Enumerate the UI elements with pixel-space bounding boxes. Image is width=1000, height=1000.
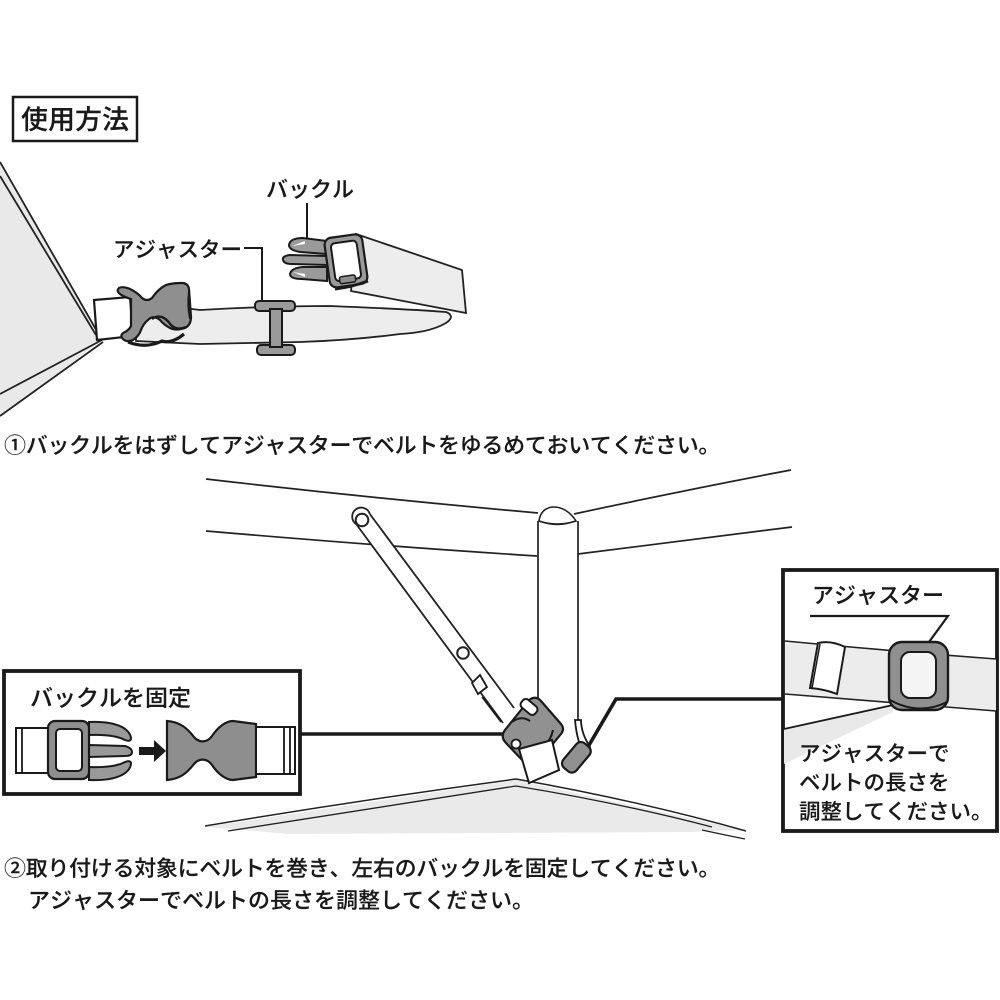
svg-text:アジャスターで: アジャスターで	[799, 737, 950, 768]
svg-text:①バックルをはずしてアジャスターでベルトをゆるめておいてくだ: ①バックルをはずしてアジャスターでベルトをゆるめておいてください。	[4, 428, 720, 460]
svg-text:ベルトの長さを: ベルトの長さを	[799, 766, 950, 797]
svg-text:バックル: バックル	[266, 172, 354, 204]
svg-text:アジャスター: アジャスター	[812, 578, 944, 610]
svg-text:アジャスターでベルトの長さを調整してください。: アジャスターでベルトの長さを調整してください。	[28, 883, 534, 915]
svg-text:アジャスター: アジャスター	[113, 233, 242, 264]
svg-text:バックルを固定: バックルを固定	[30, 679, 191, 713]
svg-text:②取り付ける対象にベルトを巻き、左右のバックルを固定してくだ: ②取り付ける対象にベルトを巻き、左右のバックルを固定してください。	[4, 851, 720, 883]
svg-text:使用方法: 使用方法	[21, 98, 129, 137]
svg-text:調整してください。: 調整してください。	[799, 795, 993, 826]
